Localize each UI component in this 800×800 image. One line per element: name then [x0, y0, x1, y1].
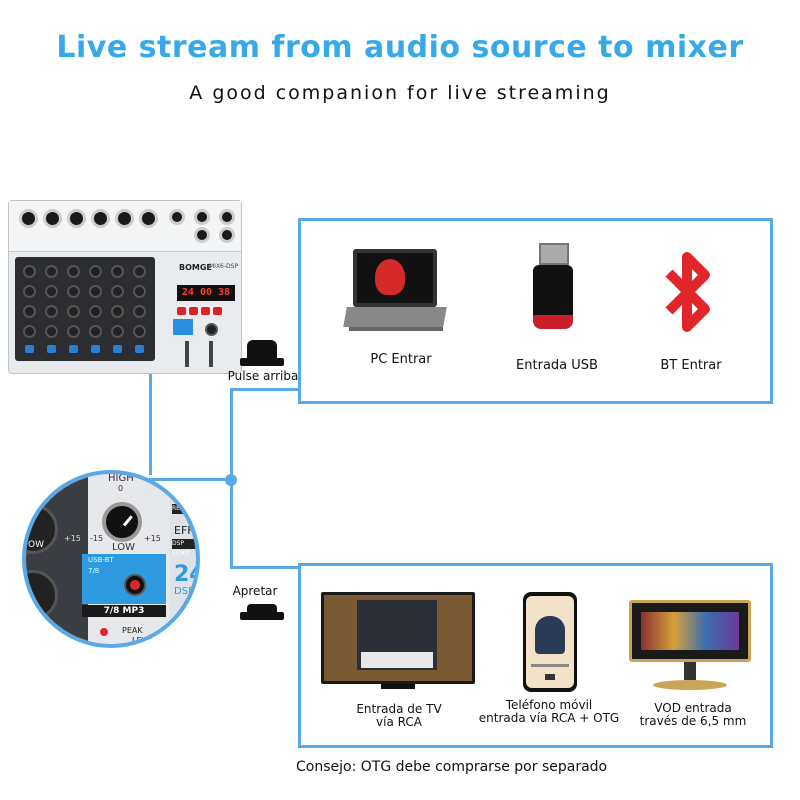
vod-label-line2: través de 6,5 mm: [639, 714, 747, 728]
audio-mixer: BOMGE MIX6-DSP 24 00 38: [8, 200, 242, 374]
input-panel-top: PC Entrar Entrada USB BT Entrar: [298, 218, 773, 404]
zoom-plus15: +15: [144, 534, 161, 543]
usb-input-label: Entrada USB: [516, 358, 598, 373]
zoom-low-label: LOW: [112, 542, 135, 553]
zoom-blue-panel: [82, 554, 166, 604]
button-up-icon: [247, 340, 277, 362]
button-down-icon: [247, 604, 277, 614]
tv-label-line1: Entrada de TV: [356, 702, 442, 716]
zoom-effect-label: EFF: [174, 524, 194, 537]
vod-monitor-icon: [629, 600, 751, 696]
zoom-record-button: [124, 574, 146, 596]
phone-label-line1: Teléfono móvil: [505, 698, 593, 712]
mixer-zoom-detail: OW +15 HIGH 0 -15 +15 LOW USB-BT 7/8 7/8…: [22, 470, 200, 648]
phone-label-line2: entrada vía RCA + OTG: [478, 711, 620, 725]
zoom-dsp-text: DSP: [174, 586, 195, 597]
smartphone-icon: [523, 592, 577, 692]
pc-input-label: PC Entrar: [370, 352, 432, 367]
bluetooth-icon: [665, 252, 710, 332]
zoom-dsp-echo: DSP ECHO: [172, 539, 196, 557]
zoom-rec: REC: [172, 504, 196, 514]
zoom-dsp-num: 24: [174, 562, 196, 587]
eq-low-knob: [102, 502, 142, 542]
zoom-peak: PEAK: [122, 626, 143, 635]
zoom-mp3-label: 7/8 MP3: [82, 605, 166, 617]
zoom-usb-bt: USB-BT: [88, 556, 114, 564]
mixer-model: MIX6-DSP: [209, 263, 239, 270]
zoom-high-label: HIGH: [108, 473, 134, 484]
zoom-seven-eight: 7/8: [88, 567, 100, 575]
tv-icon: [321, 592, 475, 690]
zoom-plus15-left: +15: [64, 534, 81, 543]
footer-tip: Consejo: OTG debe comprarse por separado: [296, 759, 608, 775]
usb-drive-icon: [527, 243, 587, 333]
mixer-display: 24 00 38: [177, 285, 235, 301]
vod-label-line1: VOD entrada: [654, 701, 732, 715]
press-down-label: Apretar: [232, 584, 278, 598]
tv-label-line2: vía RCA: [376, 715, 422, 729]
page-title: Live stream from audio source to mixer: [56, 30, 744, 65]
zoom-minus15: -15: [90, 534, 104, 543]
zoom-level: LEVEL: [132, 636, 157, 645]
bt-input-label: BT Entrar: [660, 358, 722, 373]
press-up-label: Pulse arriba: [227, 369, 299, 383]
page-subtitle: A good companion for live streaming: [189, 82, 611, 104]
laptop-icon: [343, 247, 447, 339]
input-panel-bottom: Entrada de TV vía RCA Teléfono móvil ent…: [298, 563, 773, 748]
mixer-brand: BOMGE: [179, 263, 212, 272]
zoom-zero: 0: [118, 484, 124, 493]
zoom-low-left: OW: [28, 540, 44, 550]
